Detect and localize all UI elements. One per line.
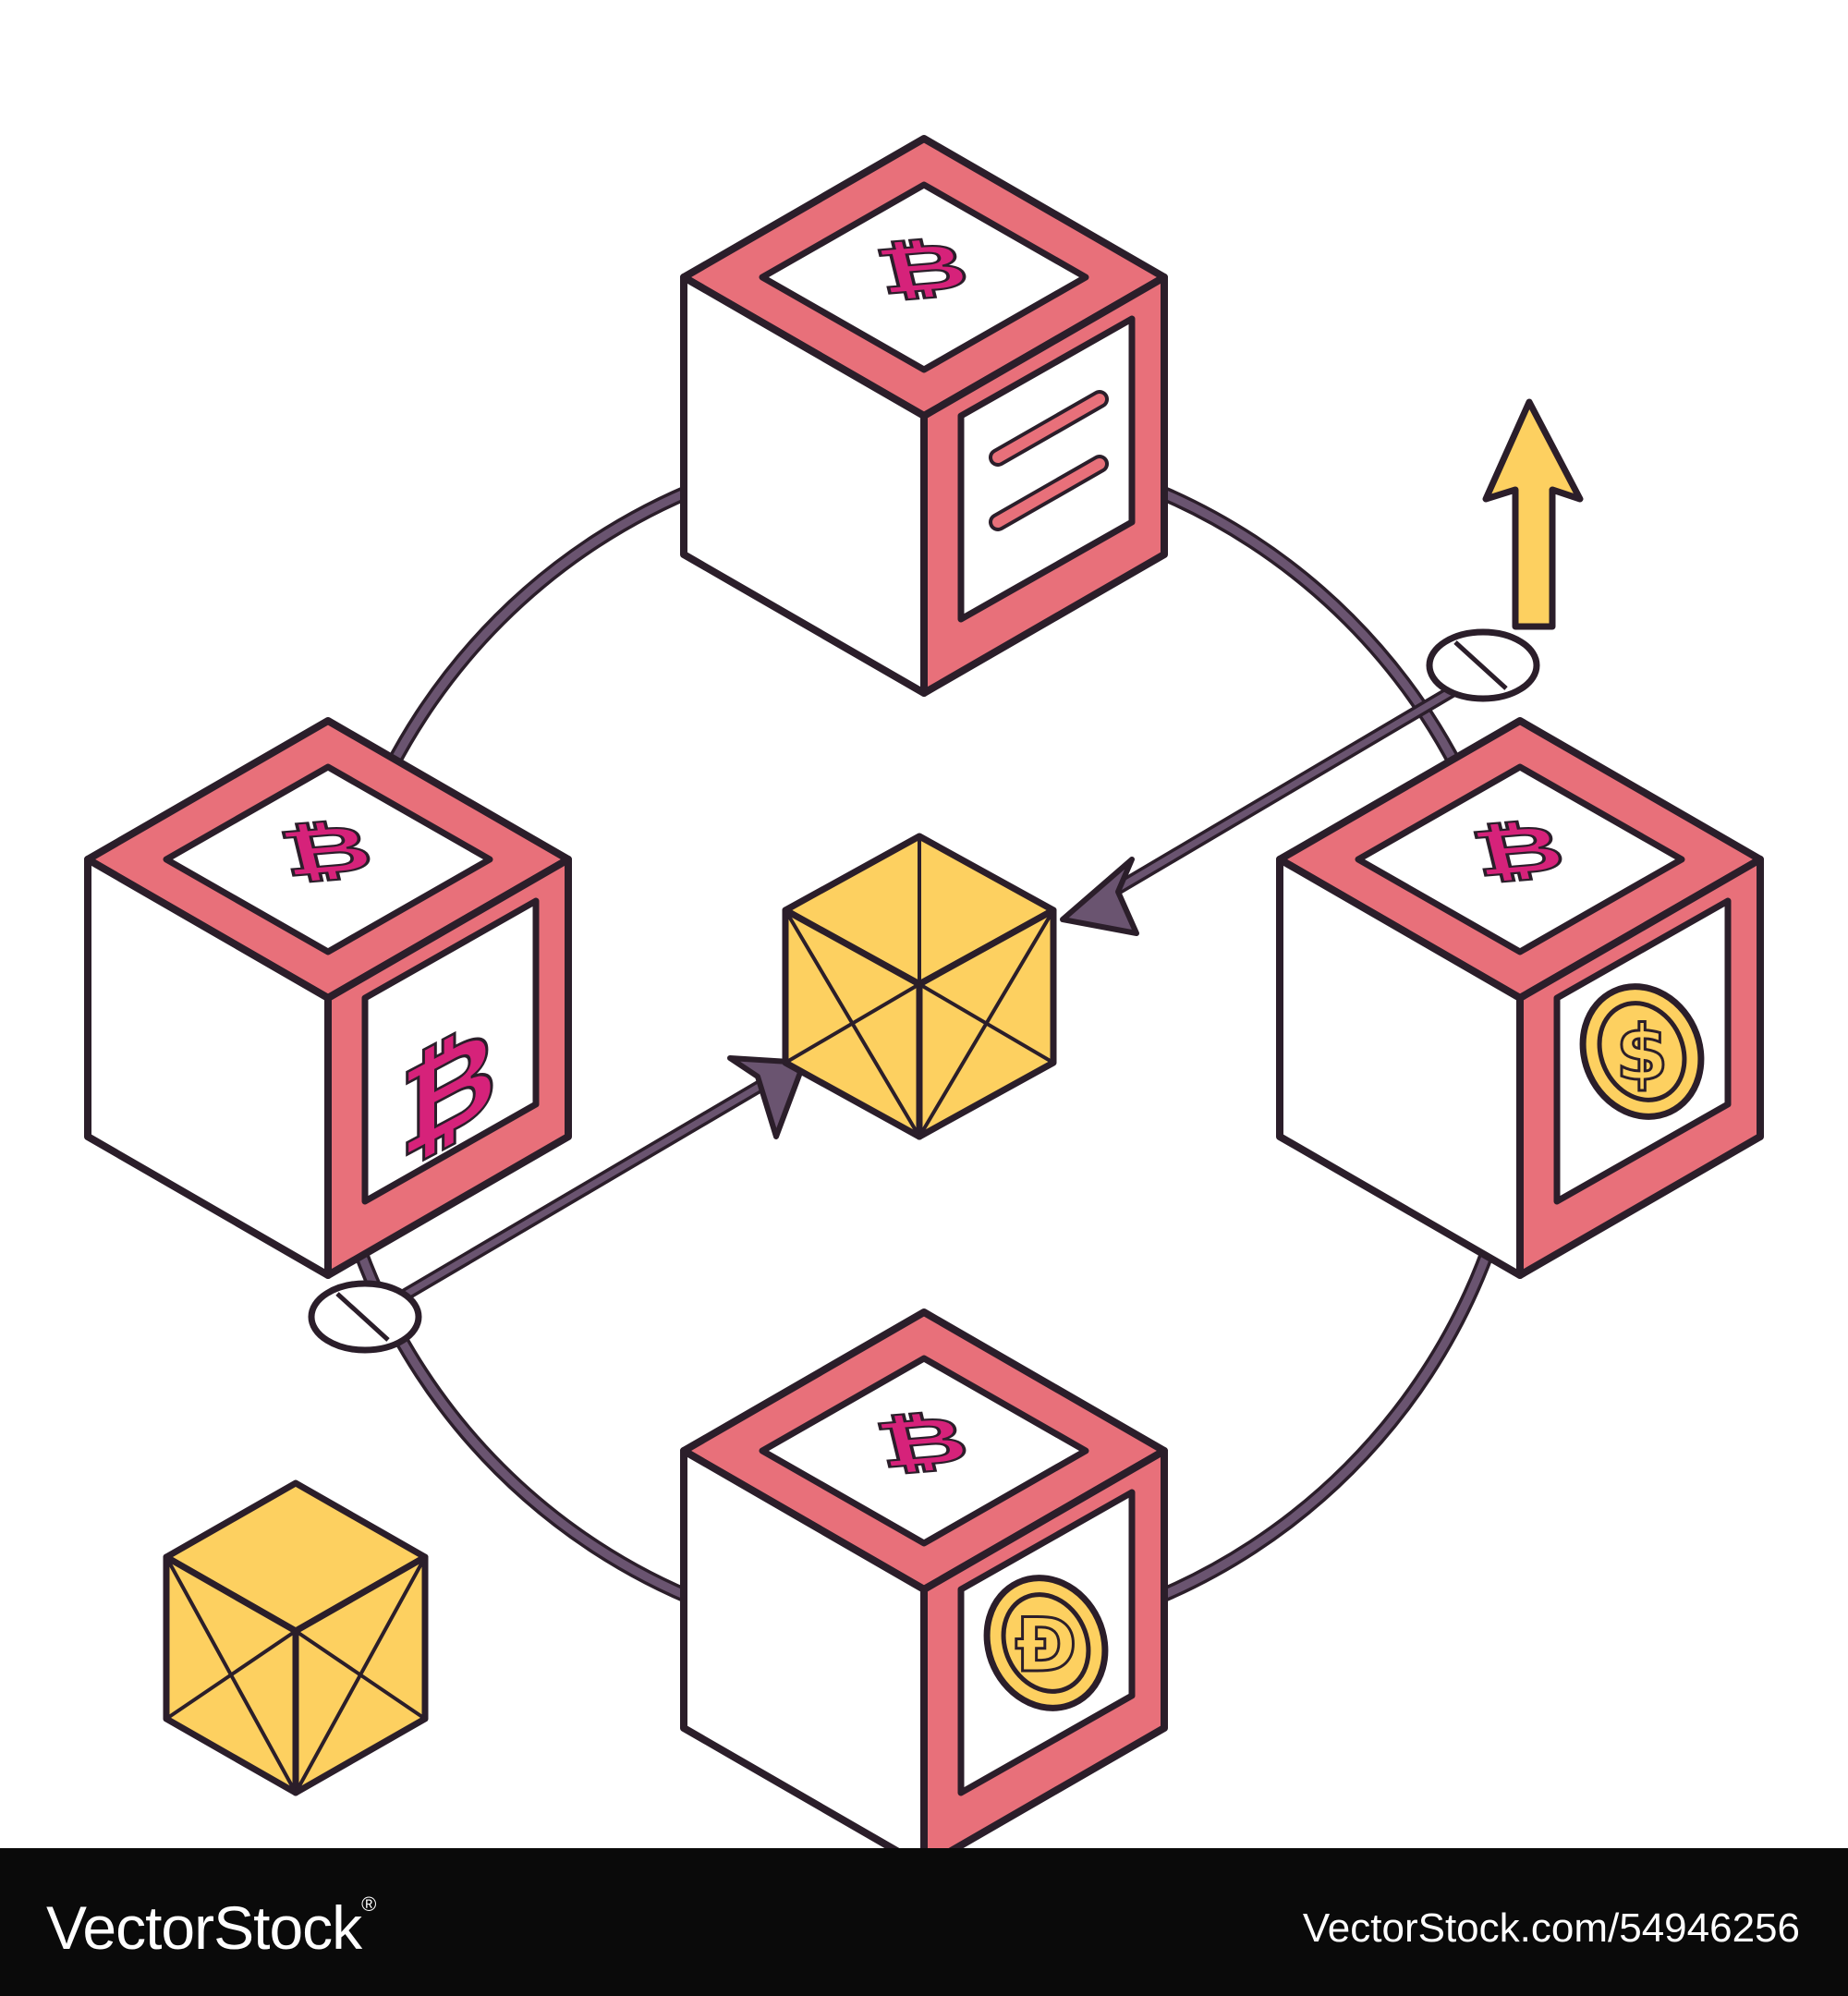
block-bottom: Đ <box>684 1312 1164 1867</box>
block-top <box>684 139 1164 693</box>
gold-cube-icon <box>163 1479 429 1796</box>
equals-icon <box>989 390 1109 531</box>
block-right: $ <box>1280 721 1760 1275</box>
bitcoin-icon <box>271 809 382 894</box>
watermark-url: VectorStock.com/54946256 <box>1302 1905 1800 1951</box>
bitcoin-icon <box>1463 809 1574 894</box>
dogecoin-icon: Đ <box>983 1575 1109 1711</box>
svg-text:$: $ <box>1615 1010 1668 1098</box>
watermark-brand: VectorStock® <box>46 1893 376 1962</box>
svg-text:Đ: Đ <box>1015 1602 1076 1688</box>
watermark-bar: VectorStock® VectorStock.com/54946256 <box>0 1848 1848 1996</box>
bitcoin-icon <box>867 226 978 311</box>
bitcoin-icon <box>867 1400 978 1485</box>
arrow-up-icon <box>1482 398 1584 630</box>
dollar-coin-icon: $ <box>1579 983 1705 1120</box>
block-left: ₿ <box>88 721 568 1275</box>
arrow-out-icon <box>380 1055 807 1314</box>
arrow-in-icon <box>1060 677 1468 936</box>
gold-cube-icon <box>782 833 1057 1140</box>
